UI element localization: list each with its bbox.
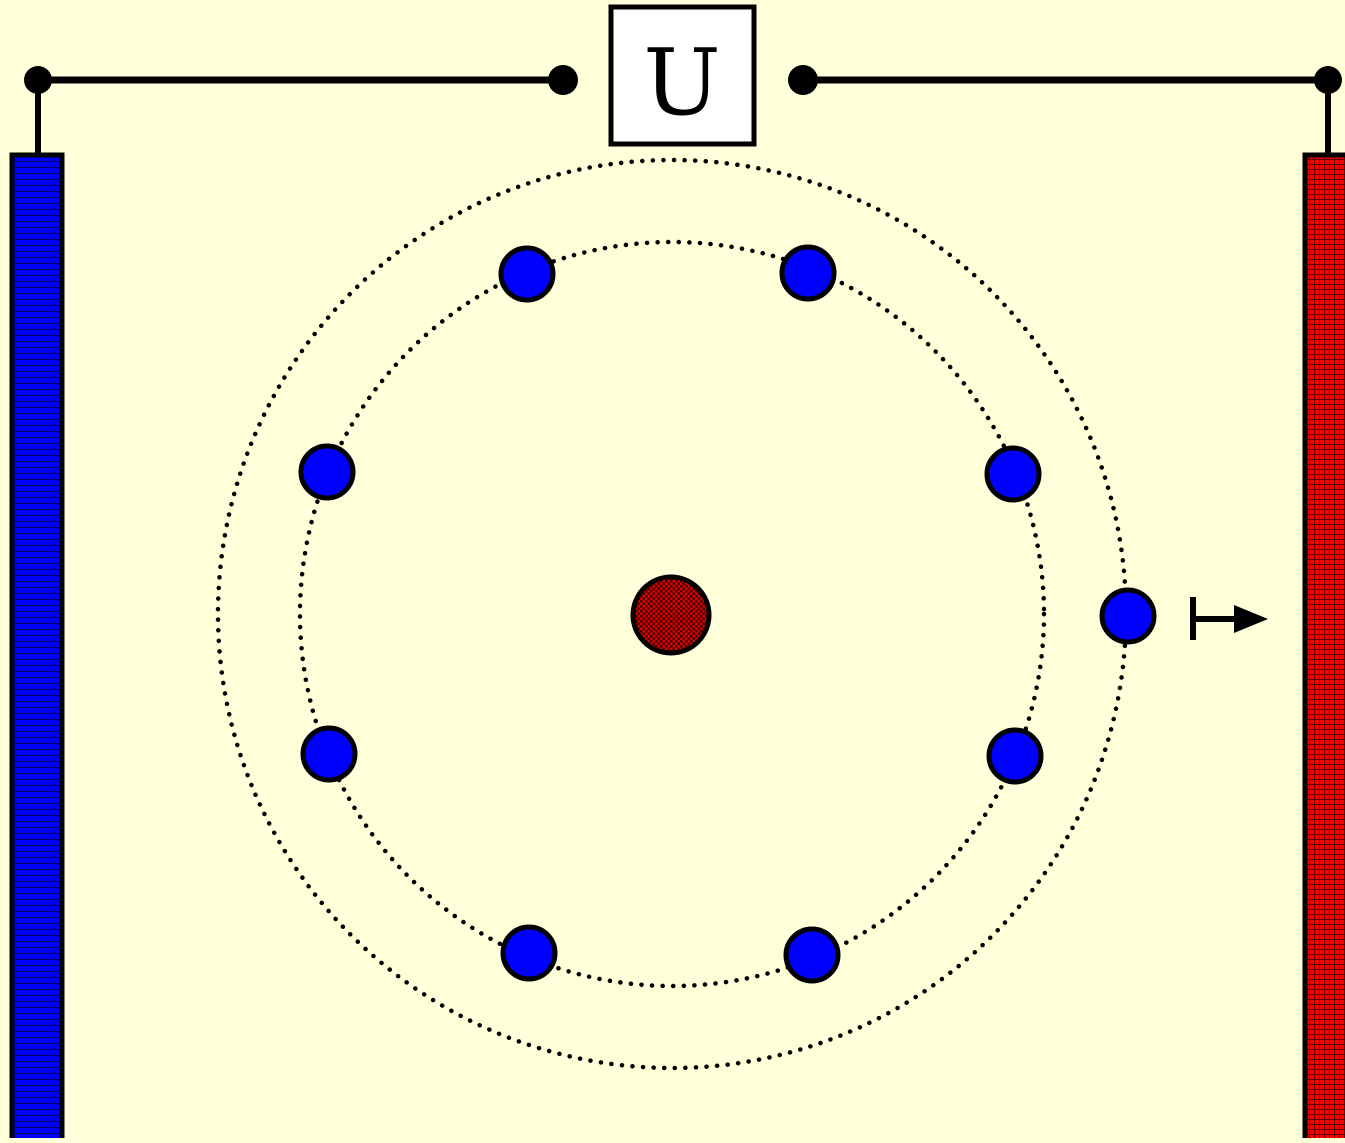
electron [984, 445, 1042, 503]
electron [986, 727, 1044, 785]
left-terminal [548, 65, 578, 95]
electron [783, 926, 841, 984]
negative-plate [9, 152, 65, 1143]
electron [779, 244, 837, 302]
voltage-source: U [608, 4, 757, 147]
voltage-source-label: U [643, 29, 721, 136]
voltage-source-box [608, 4, 757, 147]
electron [300, 725, 358, 783]
positive-plate [1302, 152, 1345, 1143]
escaping-electron [1099, 587, 1157, 645]
right-arrow-icon [1190, 597, 1268, 640]
right-corner-node [1314, 66, 1342, 94]
right-terminal [788, 65, 818, 95]
electron [500, 924, 558, 982]
electron [498, 245, 556, 303]
electron [298, 443, 356, 501]
circuit-wires [24, 65, 1342, 158]
left-corner-node [24, 66, 52, 94]
inner-electrons [298, 244, 1044, 984]
inner-orbit [297, 239, 1047, 989]
nucleus [630, 574, 712, 656]
